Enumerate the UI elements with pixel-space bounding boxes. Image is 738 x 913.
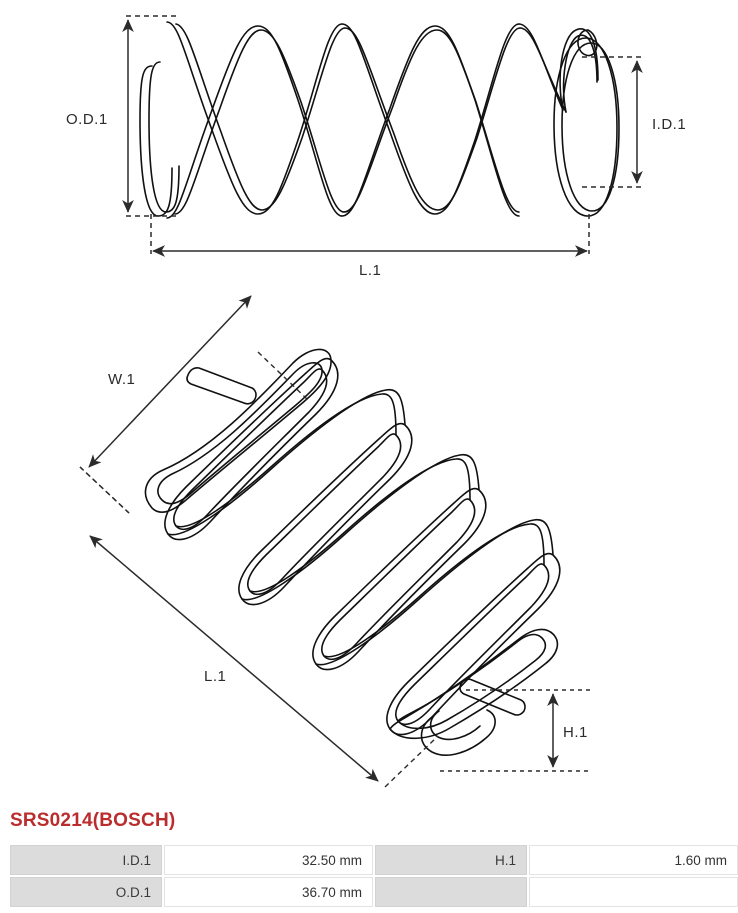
od1-label: O.D.1 [66, 111, 108, 128]
spring-side-view-group [139, 21, 620, 219]
spec-value-id1: 32.50 mm [164, 845, 373, 875]
dimension-l1-side: L.1 [150, 214, 590, 279]
spec-label-id1: I.D.1 [10, 845, 162, 875]
h1-label: H.1 [563, 724, 588, 741]
spring-isometric-group [144, 348, 561, 756]
table-row: I.D.1 32.50 mm H.1 1.60 mm [10, 845, 738, 875]
dimension-h1: H.1 [440, 689, 590, 772]
spec-label-h1: H.1 [375, 845, 527, 875]
spec-value-od1: 36.70 mm [164, 877, 373, 907]
id1-label: I.D.1 [652, 116, 686, 133]
spec-label-od1: O.D.1 [10, 877, 162, 907]
l1-iso-label: L.1 [204, 668, 226, 685]
spec-label-empty [375, 877, 527, 907]
dimension-id1: I.D.1 [582, 56, 686, 188]
dimension-l1-iso: L.1 [79, 466, 439, 788]
specification-table: I.D.1 32.50 mm H.1 1.60 mm O.D.1 36.70 m… [8, 843, 738, 909]
l1-side-label: L.1 [359, 262, 381, 279]
page-title: SRS0214(BOSCH) [10, 810, 176, 831]
dimension-od1: O.D.1 [66, 15, 180, 217]
technical-drawings: O.D.1 I.D.1 L.1 [66, 15, 686, 788]
w1-label: W.1 [108, 371, 135, 388]
table-row: O.D.1 36.70 mm [10, 877, 738, 907]
spec-value-empty [529, 877, 738, 907]
spec-value-h1: 1.60 mm [529, 845, 738, 875]
